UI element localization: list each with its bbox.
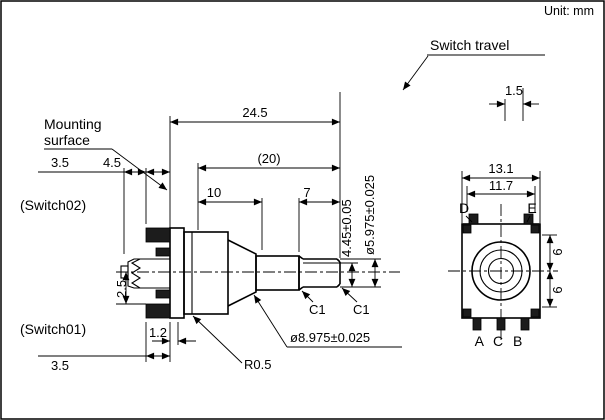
c1-right-leader xyxy=(341,287,358,303)
switch01-label: (Switch01) xyxy=(20,321,86,337)
dim-flat-width: 4.45±0.05 xyxy=(339,199,354,257)
shaft-large xyxy=(255,255,300,291)
dim-13-1: 13.1 xyxy=(488,161,513,176)
pin-e-label: E xyxy=(527,200,536,216)
switch02-label: (Switch02) xyxy=(20,197,86,213)
dim-4-5: 4.5 xyxy=(103,155,121,170)
bushing-taper xyxy=(227,239,257,307)
switch01-terminal xyxy=(145,303,171,319)
chamfer-end-top xyxy=(336,258,341,263)
dimension-lines xyxy=(38,100,554,360)
bushing-dia-leader xyxy=(253,294,288,348)
pin-a xyxy=(472,317,482,331)
pin-d-leader xyxy=(465,215,473,223)
mounting-label-line1: Mounting xyxy=(44,116,102,132)
dim-2-5: 2.5 xyxy=(114,280,129,298)
dim-6-top: 6 xyxy=(550,248,565,255)
dim-11-7: 11.7 xyxy=(489,178,513,193)
dim-total-length: 24.5 xyxy=(242,105,267,120)
pin-b xyxy=(520,317,530,331)
mounting-surface-leader xyxy=(111,148,168,191)
mounting-label-line2: surface xyxy=(44,132,90,148)
corner-claw-tr xyxy=(530,224,540,234)
dim-c1-left: C1 xyxy=(309,302,326,317)
bushing-circle xyxy=(471,241,531,301)
plunger-serration xyxy=(130,258,142,289)
dim-shaft-dia: ø5.975±0.025 xyxy=(362,175,377,255)
dim-r0-5: R0.5 xyxy=(244,357,271,372)
switch-travel-leader xyxy=(402,55,429,91)
unit-label: Unit: mm xyxy=(544,4,594,18)
dim-len7: 7 xyxy=(303,185,310,200)
front-view xyxy=(448,204,558,340)
chamfer-step-top xyxy=(298,255,304,260)
shaft-outer-circle xyxy=(479,249,523,293)
dim-bushing-dia: ø8.975±0.025 xyxy=(290,330,370,345)
pin-d-label: D xyxy=(459,200,469,216)
mounting-bracket xyxy=(169,227,185,319)
dim-len10: 10 xyxy=(207,185,221,200)
pin-d xyxy=(468,213,479,225)
chamfer-step-bottom xyxy=(298,286,304,291)
corner-claw-bl xyxy=(462,308,472,318)
pin-c xyxy=(496,317,506,331)
shaft-inner-circle xyxy=(487,257,515,285)
switch-travel-label: Switch travel xyxy=(430,37,509,53)
c1-left-leader xyxy=(301,290,314,303)
chamfer-end-bottom xyxy=(336,283,341,288)
pin-e-leader xyxy=(526,215,531,223)
dim-6-bottom: 6 xyxy=(550,286,565,293)
dim-c1-right: C1 xyxy=(353,302,370,317)
r05-leader xyxy=(192,315,243,364)
dim-ref20: (20) xyxy=(257,151,280,166)
leader-lines xyxy=(44,54,545,364)
dim-bottom-3-5: 3.5 xyxy=(51,358,69,373)
switch02-terminal xyxy=(145,227,171,243)
dim-switch-travel: 1.5 xyxy=(505,83,523,98)
extension-lines xyxy=(116,88,557,362)
pins-acb-label: A C B xyxy=(475,333,526,349)
corner-claw-tl xyxy=(462,224,472,234)
dim-1-2: 1.2 xyxy=(149,325,167,340)
tab-upper xyxy=(155,247,171,257)
encoder-body xyxy=(183,231,229,315)
plunger xyxy=(127,258,170,289)
tab-lower xyxy=(155,289,171,299)
corner-claw-br xyxy=(530,308,540,318)
annotation-text: Unit: mm Switch travel Mounting surface … xyxy=(20,4,594,373)
dim-top-3-5: 3.5 xyxy=(51,155,69,170)
